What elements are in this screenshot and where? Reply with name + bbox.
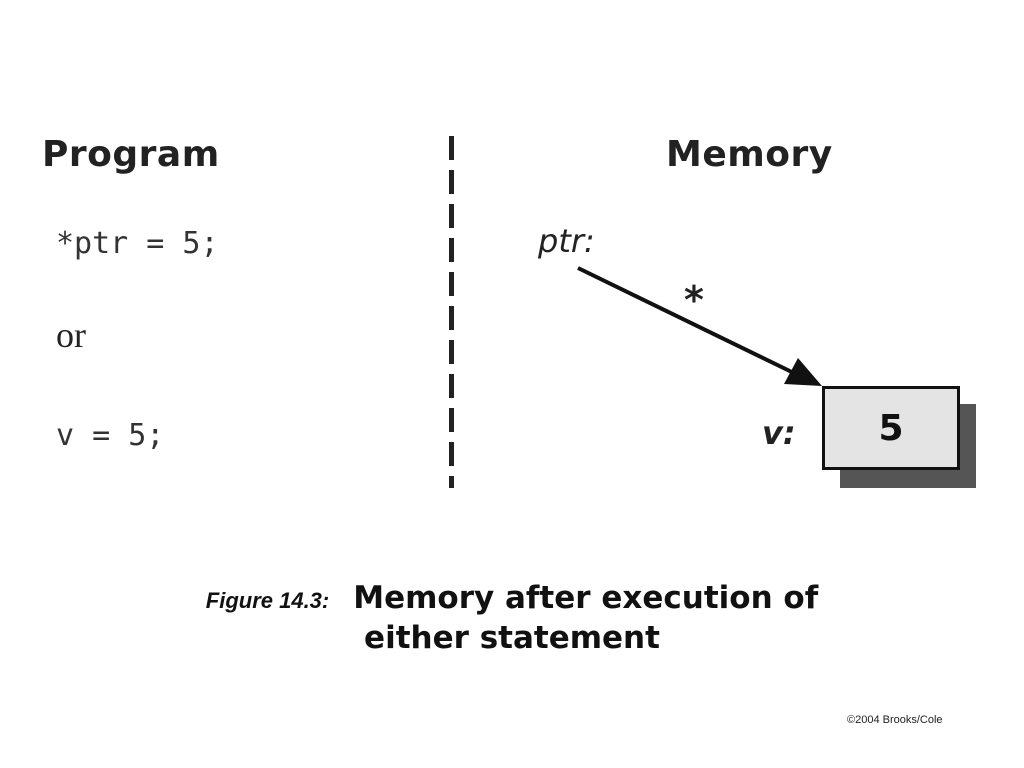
pointer-assignment-statement: *ptr = 5; [56,226,219,261]
copyright-notice: ©2004 Brooks/Cole [847,714,943,726]
ptr-variable-label: ptr: [538,222,595,260]
dereference-star: * [684,278,704,322]
pointer-arrowhead [784,358,822,386]
program-heading: Program [42,134,220,175]
memory-heading: Memory [666,134,833,175]
pointer-arrow-line [577,266,801,378]
figure-number: Figure 14.3: [205,588,330,613]
memory-cell-value: 5 [878,407,904,449]
v-variable-label: v: [762,414,796,452]
caption-line-2: either statement [364,620,660,656]
caption-line-1: Memory after execution of [353,580,819,616]
figure-caption: Figure 14.3: Memory after execution of ei… [0,580,1024,656]
dashed-divider [449,136,454,488]
or-separator: or [56,315,86,355]
memory-cell-v: 5 [822,386,960,470]
direct-assignment-statement: v = 5; [56,418,165,453]
